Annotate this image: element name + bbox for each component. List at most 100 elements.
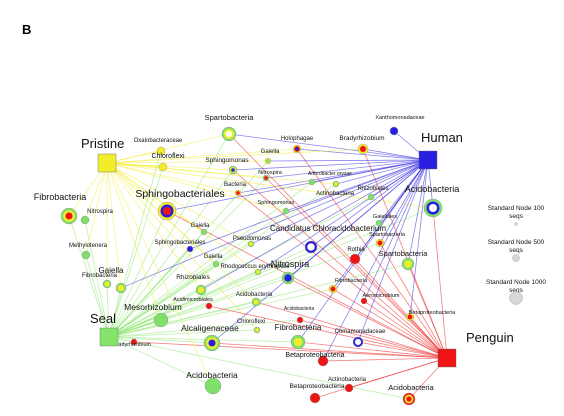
taxon-node-ring bbox=[80, 215, 90, 225]
taxon-node[interactable]: Spartobacteria bbox=[379, 249, 429, 271]
taxon-node[interactable]: Methylotenera bbox=[69, 243, 108, 260]
taxon-label: Aeromicrobium bbox=[363, 293, 400, 299]
taxon-node[interactable]: Rhodococcus erythropolis bbox=[220, 264, 290, 276]
taxon-node[interactable]: Pseudomonas bbox=[233, 236, 271, 248]
taxon-node[interactable]: Arthrobacter oryzae bbox=[308, 171, 352, 186]
taxon-node[interactable]: Xanthomonadaceae bbox=[375, 115, 425, 136]
edge-human bbox=[211, 159, 429, 344]
taxon-node[interactable]: Gaiella bbox=[261, 149, 280, 165]
edge-human bbox=[228, 133, 429, 161]
edge-penguin bbox=[232, 169, 448, 359]
taxon-node[interactable]: Acidobacteria bbox=[388, 383, 435, 406]
taxon-label: Xanthomonadaceae bbox=[375, 115, 424, 121]
taxon-node[interactable]: Sphingobacteriales bbox=[135, 188, 225, 221]
taxon-node[interactable]: Betaproteobacteria bbox=[290, 383, 345, 404]
taxon-node[interactable]: Chloroflexi bbox=[237, 319, 265, 334]
edge-seal bbox=[108, 336, 299, 343]
taxon-label: Gaiella bbox=[261, 149, 280, 155]
taxon-node[interactable]: Rothia bbox=[347, 247, 365, 265]
taxon-node[interactable]: Fibrobacteria bbox=[328, 278, 368, 294]
taxon-node[interactable]: Bacteria bbox=[224, 182, 247, 197]
edge-human bbox=[232, 159, 429, 171]
taxon-label: Nitrospira bbox=[271, 259, 310, 269]
taxon-node-ring bbox=[367, 193, 375, 201]
edge-pristine bbox=[106, 162, 257, 303]
edge-pristine bbox=[106, 148, 298, 164]
taxon-label: Acidobacteria bbox=[186, 370, 238, 380]
edge-penguin bbox=[322, 357, 448, 362]
taxon-node[interactable]: Acidimicrobiales bbox=[173, 297, 213, 310]
taxon-label: Gaiella bbox=[204, 254, 223, 260]
taxon-node[interactable]: Betaproteobacteria bbox=[285, 352, 345, 367]
taxon-node[interactable]: Gaiella bbox=[99, 266, 127, 294]
taxon-node[interactable]: Sphingobacteriales bbox=[154, 240, 206, 253]
taxon-node-ring bbox=[200, 228, 208, 236]
taxon-node[interactable]: Bradyrhizobium bbox=[113, 338, 152, 348]
taxon-node[interactable]: Rhizobiales bbox=[357, 186, 389, 201]
legend-label: Standard Node 1000 bbox=[486, 279, 546, 286]
hub-human[interactable] bbox=[418, 150, 438, 170]
taxon-node[interactable]: Fibrobacteria bbox=[34, 192, 87, 225]
taxon-node[interactable]: Oxalobacteraceae bbox=[134, 138, 183, 156]
taxon-node[interactable]: Holophagae bbox=[281, 136, 314, 154]
edge-penguin bbox=[363, 300, 448, 359]
taxon-node[interactable]: Gaiella bbox=[191, 223, 210, 236]
edge-pristine bbox=[106, 162, 162, 321]
hub-seal[interactable] bbox=[99, 327, 119, 347]
edge-human bbox=[297, 159, 429, 343]
edge-seal bbox=[108, 133, 230, 338]
taxon-node[interactable]: Spartobacteria bbox=[369, 232, 406, 248]
taxon-node[interactable]: Nitrospira bbox=[80, 209, 113, 225]
edge-pristine bbox=[106, 160, 269, 164]
legend-node bbox=[512, 254, 520, 262]
taxon-node[interactable]: Sphingomonas bbox=[258, 200, 295, 215]
taxon-label: Fibrobacteria bbox=[275, 323, 322, 332]
taxon-node[interactable]: Alcaligenaceae bbox=[181, 323, 239, 352]
taxon-node[interactable]: Bradyrhizobium bbox=[339, 135, 385, 155]
taxon-node-ring bbox=[158, 162, 168, 172]
taxon-node[interactable]: Candidatus Chloracidobacterium bbox=[270, 224, 386, 254]
taxon-label: Bradyrhizobium bbox=[113, 342, 152, 348]
taxon-node[interactable]: Actinobacteria bbox=[328, 377, 367, 393]
taxon-node-ring bbox=[236, 191, 240, 195]
taxon-node[interactable]: Acidobacteria bbox=[284, 306, 315, 324]
taxon-node[interactable]: Mesorhizobium bbox=[124, 302, 182, 328]
taxon-node-ring bbox=[255, 328, 259, 332]
taxon-node[interactable]: Nitrospira bbox=[258, 170, 283, 182]
taxon-node-ring bbox=[377, 240, 383, 246]
taxon-node[interactable]: Chloroflexi bbox=[151, 153, 185, 172]
edge-penguin bbox=[166, 210, 448, 359]
taxon-node-ring bbox=[407, 314, 413, 320]
edge-human bbox=[189, 159, 429, 250]
edge-human bbox=[335, 159, 429, 185]
edge-human bbox=[237, 159, 429, 194]
taxon-node-ring bbox=[429, 204, 437, 212]
taxon-node[interactable]: Acidobacteria bbox=[405, 184, 460, 218]
taxon-node[interactable]: Spartobacteria bbox=[205, 113, 255, 142]
taxon-node[interactable]: Betaproteobacteria bbox=[405, 310, 456, 322]
hub-pristine[interactable] bbox=[97, 153, 117, 173]
taxon-label: Acidobacteria bbox=[405, 184, 460, 194]
taxon-node-ring bbox=[264, 176, 268, 180]
taxon-label: Sphingomonas bbox=[258, 200, 295, 206]
taxon-node-ring bbox=[330, 286, 336, 292]
hub-penguin[interactable] bbox=[437, 348, 457, 368]
taxon-node[interactable]: Fibrobacteria bbox=[275, 323, 322, 350]
taxon-node[interactable]: Acidobacteria bbox=[186, 370, 238, 395]
taxon-node[interactable]: Comamonadaceae bbox=[335, 329, 386, 348]
taxon-node[interactable]: Aeromicrobium bbox=[360, 293, 400, 305]
taxon-node[interactable]: Sphingomonas bbox=[205, 157, 249, 175]
taxon-node[interactable]: Gaiella bbox=[204, 254, 223, 268]
taxon-node[interactable]: Gaiellales bbox=[373, 214, 397, 227]
taxon-label: Betaproteobacteria bbox=[290, 383, 345, 390]
node-layer: Spartobacteria XanthomonadaceaeOxalobacte… bbox=[34, 113, 460, 406]
taxon-node[interactable]: Actinobacteria bbox=[316, 180, 355, 197]
taxon-node[interactable]: Rhizobiales bbox=[176, 274, 211, 296]
taxon-node[interactable]: Acidobacteria bbox=[236, 292, 273, 307]
taxon-node-ring bbox=[389, 126, 399, 136]
taxon-node[interactable]: Fibrobacteria bbox=[82, 273, 118, 289]
taxon-node[interactable]: Nitrospira bbox=[271, 259, 310, 285]
taxon-label: Pseudomonas bbox=[233, 236, 271, 242]
